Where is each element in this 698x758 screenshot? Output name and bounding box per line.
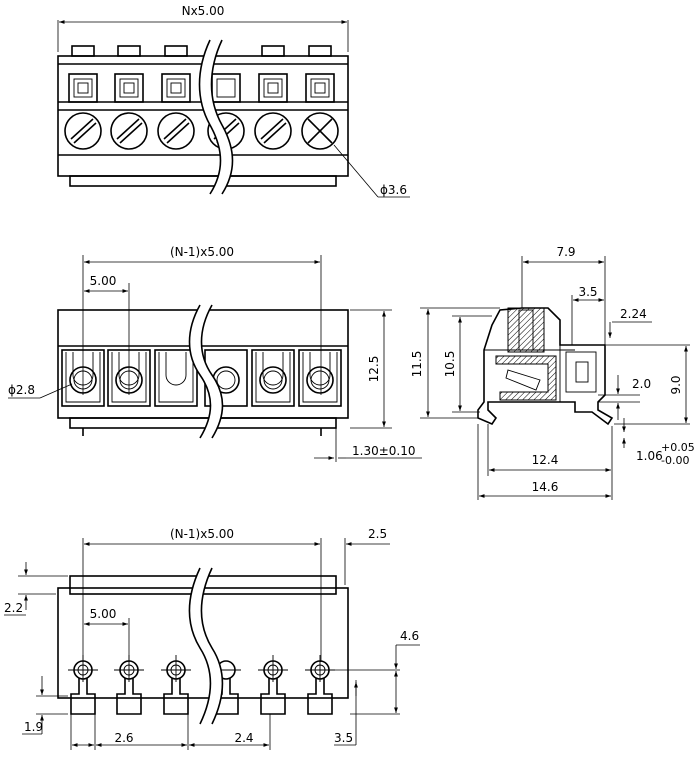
side-height-total-dim: 11.5 xyxy=(410,351,424,378)
bottom-pad-pitch-b: 2.4 xyxy=(234,731,253,745)
screw-holes xyxy=(64,112,339,150)
side-right-offset-dim: 2.24 xyxy=(620,307,647,321)
bottom-span-dim: (N-1)x5.00 xyxy=(170,527,234,541)
top-tabs xyxy=(71,45,332,57)
side-right-height-dim: 9.0 xyxy=(669,375,683,394)
side-tol-dim: 1.06 +0.05 -0.00 xyxy=(636,441,695,467)
bottom-pad-offset-dim: 1.9 xyxy=(24,720,43,734)
bottom-view: (N-1)x5.00 2.5 2.2 5.00 xyxy=(4,527,420,750)
release-windows xyxy=(68,73,335,103)
front-wire-dia-dim: ϕ2.8 xyxy=(8,383,35,397)
front-height-dim: 12.5 xyxy=(367,356,381,383)
side-overall-width-dim: 14.6 xyxy=(532,480,559,494)
side-top-width-dim: 7.9 xyxy=(556,245,575,259)
wire-entries xyxy=(61,349,342,407)
front-view: (N-1)x5.00 5.00 ϕ2.8 12.5 xyxy=(8,245,422,462)
side-inner-width-dim: 3.5 xyxy=(578,285,597,299)
side-view: 7.9 3.5 2.24 11.5 10.5 9 xyxy=(410,245,695,500)
bottom-pad-height-dim: 3.5 xyxy=(334,731,353,745)
top-width-dim: Nx5.00 xyxy=(182,4,225,18)
side-tol-minus: -0.00 xyxy=(661,454,689,467)
bottom-pad-pitch-a: 2.6 xyxy=(114,731,133,745)
bottom-left-offset-dim: 2.2 xyxy=(4,601,23,615)
side-screw xyxy=(507,307,545,353)
side-body xyxy=(477,307,614,426)
bottom-edge-dim: 2.5 xyxy=(368,527,387,541)
hole-dia-dim: ϕ3.6 xyxy=(380,183,407,197)
bottom-pin-row-dim: 4.6 xyxy=(400,629,419,643)
side-height-inner-dim: 10.5 xyxy=(443,351,457,378)
side-slot-height-dim: 2.0 xyxy=(632,377,651,391)
bottom-pins xyxy=(68,655,335,715)
top-view: Nx5.00 xyxy=(57,4,410,198)
bottom-pitch-dim: 5.00 xyxy=(90,607,117,621)
front-span-dim: (N-1)x5.00 xyxy=(170,245,234,259)
front-pitch-dim: 5.00 xyxy=(90,274,117,288)
side-tol-base: 1.06 xyxy=(636,449,663,463)
side-base-width-dim: 12.4 xyxy=(532,453,559,467)
front-pin-dim: 1.30±0.10 xyxy=(352,444,416,458)
side-tol-plus: +0.05 xyxy=(661,441,695,454)
